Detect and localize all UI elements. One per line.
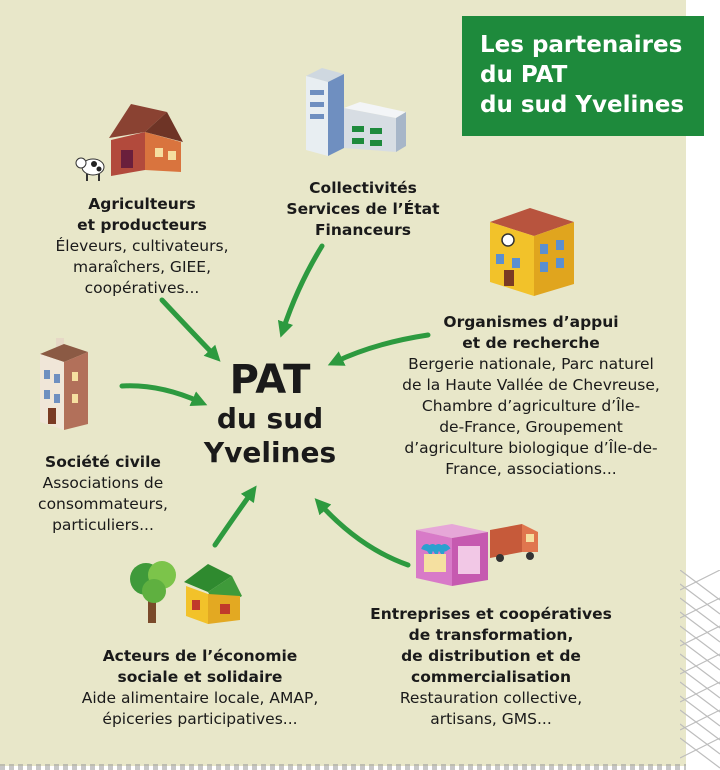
arrow-collectivites — [277, 243, 325, 338]
arrow-societe — [119, 383, 208, 407]
arrow-entreprises — [314, 498, 411, 568]
partner-title: Organismes d’appui — [443, 313, 619, 331]
partner-desc: maraîchers, GIEE, — [72, 258, 212, 276]
partner-title: sociale et solidaire — [117, 668, 283, 686]
partner-desc: épiceries participatives... — [102, 710, 298, 728]
partner-desc: de-France, Groupement — [439, 418, 623, 436]
partner-desc: particuliers... — [52, 516, 154, 534]
partner-title: et de recherche — [462, 334, 600, 352]
partner-desc: coopératives... — [84, 279, 200, 297]
partner-title: Entreprises et coopératives — [370, 605, 612, 623]
partner-title: Services de l’État — [286, 200, 440, 218]
title-box: Les partenaires du PAT du sud Yvelines — [462, 16, 704, 136]
center-label: PAT du sud Yvelines — [180, 358, 360, 470]
farm-house-icon — [109, 104, 183, 176]
title-line: Les partenaires — [480, 32, 683, 58]
partner-title: Acteurs de l’économie — [102, 647, 298, 665]
partner-entreprises: Entreprises et coopératives de transform… — [346, 604, 636, 730]
tree-icon — [130, 561, 176, 623]
arrow-economie — [212, 485, 257, 548]
partner-desc: d’agriculture biologique d’Île-de- — [404, 439, 658, 457]
title-line: du sud Yvelines — [480, 92, 685, 118]
partner-title: de distribution et de — [401, 647, 581, 665]
partner-title: de transformation, — [408, 626, 574, 644]
partner-desc: Bergerie nationale, Parc naturel — [408, 355, 654, 373]
partner-desc: Aide alimentaire locale, AMAP, — [81, 689, 319, 707]
partner-collectivites: Collectivités Services de l’État Finance… — [258, 178, 468, 241]
hatch-decoration — [680, 570, 720, 769]
partner-title: Financeurs — [314, 221, 412, 239]
green-house-icon — [184, 564, 242, 624]
partner-societe: Société civile Associations de consommat… — [8, 452, 198, 536]
title-line: du PAT — [480, 62, 568, 88]
partner-desc: France, associations... — [445, 460, 617, 478]
arrow-agriculteurs — [159, 297, 221, 362]
cow-icon — [75, 157, 105, 181]
partner-economie: Acteurs de l’économie sociale et solidai… — [52, 646, 348, 730]
partner-title: Collectivités — [309, 179, 417, 197]
partner-title: Agriculteurs — [88, 195, 196, 213]
center-line: du sud — [216, 402, 324, 435]
partner-title: commercialisation — [411, 668, 571, 686]
partner-desc: artisans, GMS... — [430, 710, 552, 728]
office-building-icon — [306, 68, 406, 156]
partner-desc: de la Haute Vallée de Chevreuse, — [402, 376, 660, 394]
partner-desc: Restauration collective, — [399, 689, 583, 707]
arrow-organismes — [327, 332, 431, 366]
partner-desc: Chambre d’agriculture d’Île- — [421, 397, 641, 415]
town-house-icon — [40, 338, 88, 430]
partner-desc: Associations de — [42, 474, 164, 492]
partner-desc: Éleveurs, cultivateurs, — [55, 237, 229, 255]
market-stall-icon — [416, 524, 488, 586]
partner-desc: consommateurs, — [38, 495, 168, 513]
center-line: PAT — [229, 357, 311, 403]
partner-title: et producteurs — [77, 216, 207, 234]
partner-organismes: Organismes d’appui et de recherche Berge… — [372, 312, 690, 480]
dotted-border — [0, 764, 686, 770]
research-building-icon — [490, 208, 574, 296]
center-line: Yvelines — [203, 436, 337, 469]
partner-agriculteurs: Agriculteurs et producteurs Éleveurs, cu… — [22, 194, 262, 299]
partner-title: Société civile — [45, 453, 161, 471]
delivery-truck-icon — [490, 524, 538, 562]
